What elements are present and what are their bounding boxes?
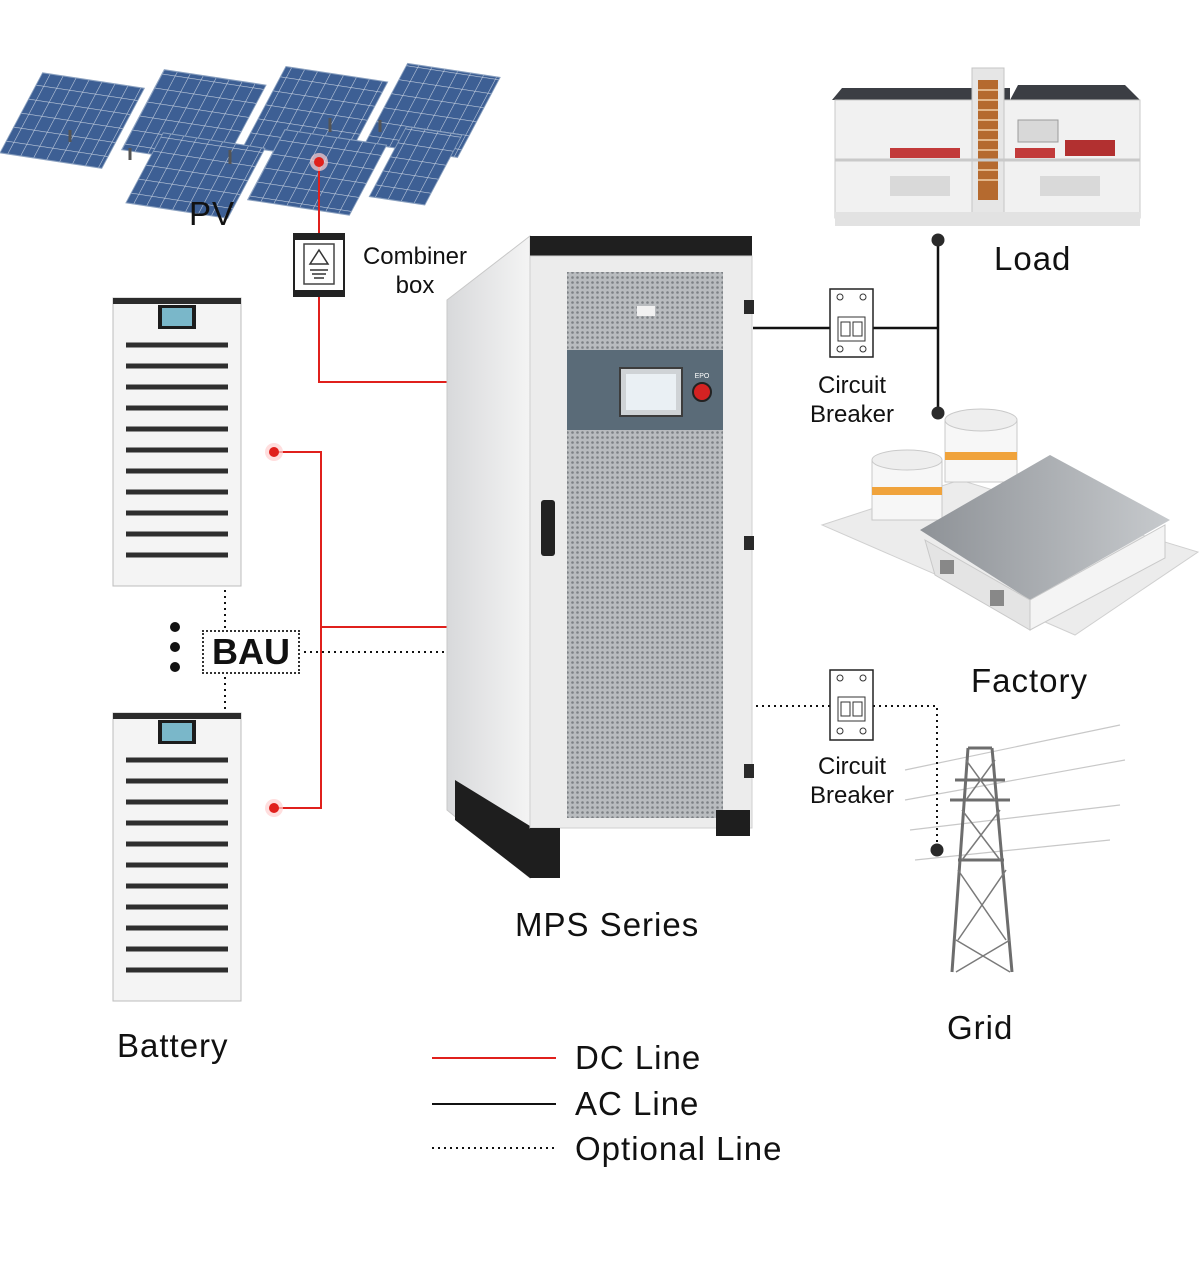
combiner-box-label-line-2: box [395, 272, 435, 299]
factory-label: Factory [971, 662, 1089, 699]
mps-series-label: MPS Series [515, 906, 700, 943]
pv-label: PV [189, 195, 236, 232]
circuit-breaker-top-icon [829, 288, 874, 358]
circuit-breaker-bottom-label: Circuit Breaker [796, 752, 908, 810]
transmission-tower-illustration [904, 724, 1126, 973]
house-illustration [832, 67, 1141, 226]
circuit-breaker-bottom-label-line-2: Breaker [809, 782, 895, 809]
ellipsis-dots [170, 622, 180, 672]
circuit-breaker-top-label-line-1: Circuit [817, 372, 886, 399]
bau-label: BAU [202, 630, 300, 674]
dc-lines [274, 162, 455, 809]
circuit-breaker-top-label-line-2: Breaker [809, 401, 895, 428]
legend [432, 1057, 556, 1149]
factory-illustration [820, 408, 1200, 636]
epo-button-label: EPO [695, 373, 710, 380]
optional-lines [224, 590, 938, 848]
mps-cabinet: EPO [446, 234, 754, 880]
circuit-breaker-bottom-icon [829, 669, 874, 741]
load-label: Load [994, 240, 1072, 277]
legend-optional-label: Optional Line [575, 1130, 783, 1167]
legend-ac-label: AC Line [575, 1085, 700, 1122]
legend-dc-label: DC Line [575, 1039, 702, 1076]
ac-lines [753, 240, 940, 412]
battery-label: Battery [117, 1027, 229, 1064]
combiner-box-label-line-1: Combiner [362, 243, 468, 270]
battery-stack-bottom [112, 712, 242, 1002]
combiner-box-label: Combiner box [352, 242, 478, 300]
combiner-box-icon [293, 233, 345, 297]
solar-panel-array [0, 62, 501, 219]
circuit-breaker-top-label: Circuit Breaker [796, 371, 908, 429]
circuit-breaker-bottom-label-line-1: Circuit [817, 753, 886, 780]
battery-stack-top [112, 297, 242, 587]
grid-label: Grid [947, 1009, 1014, 1046]
connection-dots [265, 153, 945, 857]
